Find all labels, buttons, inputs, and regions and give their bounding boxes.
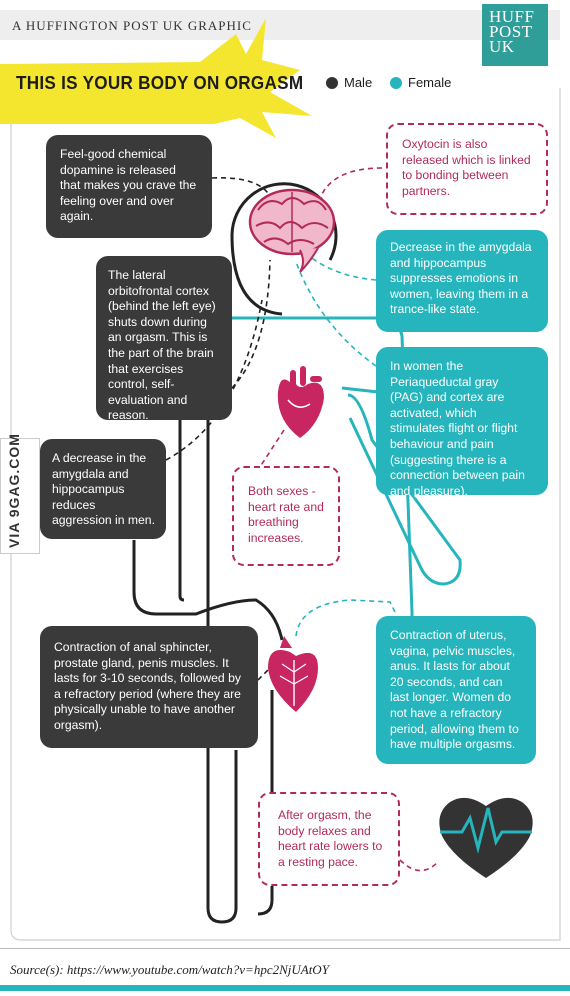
male-dot-icon [326, 76, 338, 89]
legend-female: Female [390, 75, 451, 90]
watermark-text: VIA 9GAG.COM [6, 433, 22, 548]
female-line-inner [341, 386, 379, 394]
title-starburst [0, 18, 312, 138]
male-arm-loop [132, 540, 284, 641]
logo-line: UK [489, 37, 515, 56]
male-head-circle [230, 182, 338, 261]
female-dot-icon [390, 76, 402, 89]
dopamine-box: Feel-good chemical dopamine is released … [46, 135, 212, 238]
orbitofrontal-box: The lateral orbitofrontal cortex (behind… [96, 256, 232, 422]
page-title: THIS IS YOUR BODY ON ORGASM [16, 73, 304, 93]
male-contraction-box: Contraction of anal sphincter, prostate … [40, 626, 258, 748]
leaf-heart-icon [268, 636, 318, 712]
logo-line: HUFF [489, 7, 535, 26]
source-link[interactable]: Source(s): https://www.youtube.com/watch… [10, 962, 329, 977]
logo-line: POST [489, 22, 533, 41]
legend-male-label: Male [344, 75, 373, 90]
anatomical-heart-icon [277, 366, 324, 438]
after-connector [399, 859, 439, 872]
male-head-chin [230, 234, 283, 316]
publisher-label: A HUFFINGTON POST UK GRAPHIC [12, 18, 252, 33]
male-leg-right [257, 690, 274, 916]
heartbeat-icon [439, 797, 533, 878]
female-contraction-box: Contraction of uterus, vagina, pelvic mu… [376, 616, 536, 764]
huffpost-logo: HUFF POST UK [482, 4, 548, 66]
oxytocin-connector [315, 167, 383, 233]
orbitofrontal-connector [231, 259, 271, 389]
male-genital-connector [257, 667, 271, 681]
dopamine-connector [211, 177, 271, 197]
header-band [0, 10, 560, 40]
male-torso-left [178, 420, 185, 602]
legend-female-label: Female [408, 75, 452, 90]
footer-band [0, 985, 570, 991]
watermark-tag [0, 438, 40, 554]
after-orgasm-box: After orgasm, the body relaxes and heart… [258, 792, 400, 886]
legend-male: Male [326, 75, 372, 90]
heart-rate-box: Both sexes - heart rate and breathing in… [232, 466, 340, 566]
male-torso-mid [206, 420, 238, 924]
female-genital-connector [295, 599, 397, 637]
footer-divider [0, 948, 570, 949]
oxytocin-box: Oxytocin is also released which is linke… [386, 123, 548, 215]
female-loop [347, 393, 462, 586]
amygdala-female-box: Decrease in the amygdala and hippocampus… [376, 230, 548, 332]
brain-icon [248, 188, 336, 273]
male-body-line [10, 88, 561, 941]
pag-connector [295, 261, 377, 367]
heart-connector [257, 429, 285, 471]
pag-box: In women the Periaqueductal gray (PAG) a… [376, 347, 548, 498]
amygdala-male-box: A decrease in the amygdala and hippocamp… [40, 439, 166, 539]
amygdala-male-connector [165, 299, 263, 461]
